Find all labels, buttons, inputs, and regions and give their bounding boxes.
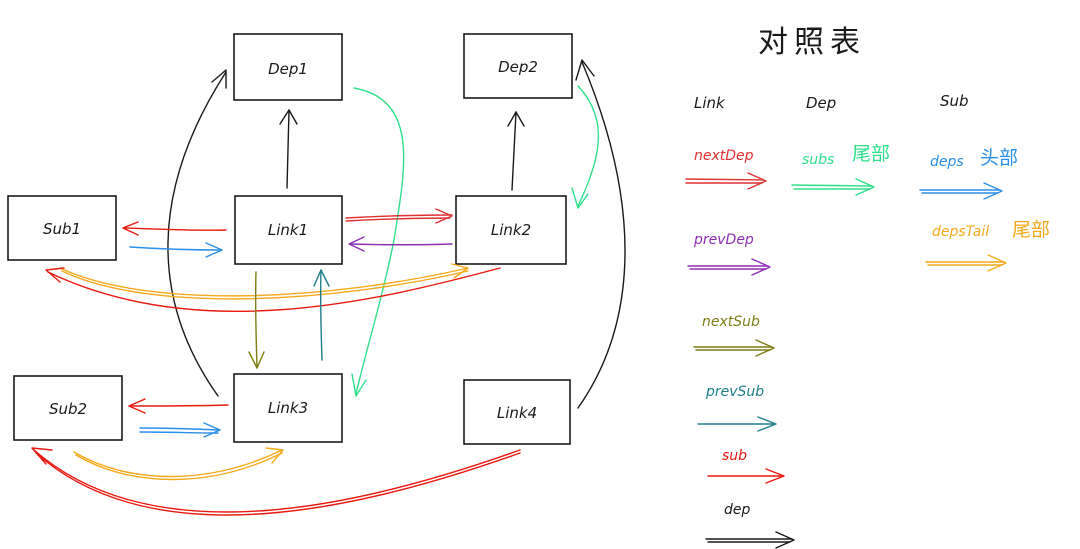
legend-note-deps: 头部 <box>980 147 1018 169</box>
arrow-nextsub-link1-link3 <box>248 271 265 369</box>
node-link1: Link1 <box>234 195 343 265</box>
node-dep2: Dep2 <box>463 33 573 99</box>
legend-arrow-dep <box>705 531 795 549</box>
legend-label-deps: deps <box>930 154 964 170</box>
node-sub1-label: Sub1 <box>43 220 81 238</box>
node-link2: Link2 <box>455 195 567 265</box>
legend-label-prevdep: prevDep <box>693 232 754 248</box>
node-link3-label: Link3 <box>268 399 308 417</box>
legend-arrow-prevdep <box>687 258 771 276</box>
node-link4-label: Link4 <box>497 404 537 422</box>
arrow-sub-link4-sub2 <box>31 447 521 516</box>
legend-label-nextsub: nextSub <box>702 314 760 330</box>
arrow-deps-sub1-link1 <box>129 242 223 258</box>
legend-label-subs: subs <box>802 152 834 168</box>
node-sub2: Sub2 <box>13 375 123 441</box>
node-sub1: Sub1 <box>7 195 117 261</box>
arrow-dep-link4-dep2 <box>575 59 626 409</box>
arrow-prevdep-link2-link1 <box>348 236 453 252</box>
node-link2-label: Link2 <box>491 221 531 239</box>
arrow-subs-dep2-link2 <box>571 85 599 209</box>
arrow-depstail-sub2-link3 <box>73 447 284 481</box>
legend-header-dep: Dep <box>806 94 836 112</box>
legend-arrow-deps <box>919 182 1003 200</box>
arrow-sub-link3-sub2 <box>128 398 229 414</box>
arrow-dep-link1-dep1 <box>279 109 298 189</box>
node-link1-label: Link1 <box>268 221 308 239</box>
arrow-prevsub-link3-link1 <box>313 269 330 361</box>
arrow-dep-link2-dep2 <box>507 111 525 191</box>
legend-label-sub: sub <box>722 448 747 464</box>
node-link3: Link3 <box>233 373 343 443</box>
node-dep1-label: Dep1 <box>268 60 308 78</box>
legend-arrow-subs <box>791 178 875 196</box>
arrow-sub-link1-sub1 <box>122 221 227 236</box>
arrow-deps-sub2-link3 <box>139 422 221 438</box>
legend-arrow-sub <box>707 468 785 484</box>
legend-header-sub: Sub <box>940 92 969 110</box>
node-dep2-label: Dep2 <box>498 58 538 76</box>
arrow-dep-link3-dep1 <box>167 69 227 397</box>
legend-note-subs: 尾部 <box>852 143 890 165</box>
arrow-subs-dep1-link3 <box>351 87 405 397</box>
legend-label-dep: dep <box>724 502 751 518</box>
arrow-depstail-sub1-link2 <box>59 263 469 300</box>
legend-header-link: Link <box>694 94 726 112</box>
node-sub2-label: Sub2 <box>49 400 87 418</box>
legend-note-depstail: 尾部 <box>1012 219 1050 241</box>
node-dep1: Dep1 <box>233 33 343 101</box>
arrow-sub-link2-sub1 <box>45 267 501 313</box>
node-link4: Link4 <box>463 379 571 445</box>
legend-title: 对照表 <box>758 25 866 60</box>
legend-arrow-nextsub <box>693 339 775 357</box>
legend-label-nextdep: nextDep <box>694 148 754 164</box>
legend-label-depstail: depsTail <box>932 224 989 240</box>
legend-label-prevsub: prevSub <box>705 384 764 400</box>
legend-arrow-depstail <box>925 254 1007 272</box>
arrow-nextdep-link1-link2 <box>345 208 453 224</box>
legend-arrow-nextdep <box>685 172 767 190</box>
legend-arrow-prevsub <box>697 416 777 432</box>
